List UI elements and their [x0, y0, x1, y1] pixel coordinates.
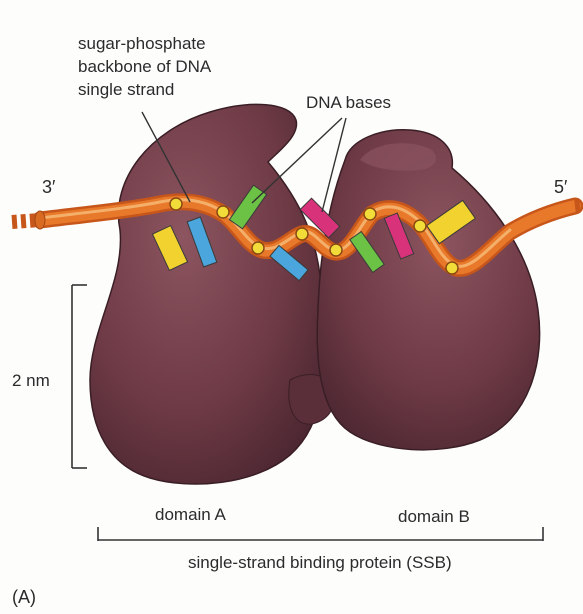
five-prime-label: 5′ — [554, 177, 567, 198]
panel-label: (A) — [12, 587, 36, 608]
domain-b-label: domain B — [398, 507, 470, 527]
backbone-label-line-2: backbone of DNA — [78, 55, 211, 78]
domain-a-label: domain A — [155, 505, 226, 525]
dna-bases-label: DNA bases — [306, 93, 391, 113]
protein-bracket — [98, 527, 543, 541]
scale-label: 2 nm — [12, 371, 50, 391]
backbone-label-line-1: sugar-phosphate — [78, 32, 211, 55]
scale-bar — [72, 285, 87, 468]
backbone-label-line-3: single strand — [78, 78, 211, 101]
three-prime-label: 3′ — [42, 177, 55, 198]
backbone-label: sugar-phosphate backbone of DNA single s… — [78, 32, 211, 101]
protein-label: single-strand binding protein (SSB) — [188, 553, 452, 573]
domain-a-lobe — [90, 104, 324, 484]
domain-b-lobe — [317, 130, 539, 450]
